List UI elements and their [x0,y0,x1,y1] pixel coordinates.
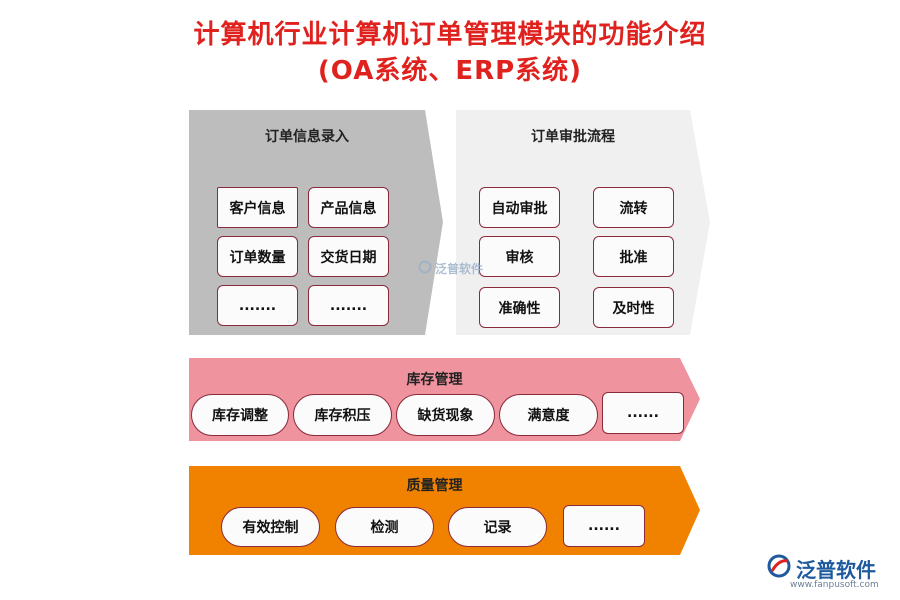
watermark-text: 泛普软件 [435,262,484,276]
inventory-backlog-pill: 库存积压 [293,394,392,436]
circulation-box: 流转 [593,187,674,228]
review-box: 审核 [479,236,560,277]
inventory-more-box: ...... [602,392,684,434]
delivery-date-box: 交货日期 [308,236,389,277]
inventory-adjustment-pill: 库存调整 [191,394,289,436]
product-info-box: 产品信息 [308,187,389,228]
watermark-icon [418,260,432,277]
quality-more-box: ...... [563,505,645,547]
auto-approval-box: 自动审批 [479,187,560,228]
order-approval-panel [456,110,710,335]
quality-title: 质量管理 [406,478,463,494]
customer-info-box: 客户信息 [217,187,298,228]
approve-box: 批准 [593,236,674,277]
brand-logo-name: 泛普软件 [796,557,876,582]
satisfaction-pill: 满意度 [499,394,598,436]
order-entry-more-box-1: ....... [217,285,298,326]
order-entry-title: 订单信息录入 [265,129,349,145]
inventory-title: 库存管理 [406,372,463,388]
accuracy-box: 准确性 [479,287,560,328]
brand-logo: 泛普软件 [766,553,876,583]
order-approval-title: 订单审批流程 [531,129,615,145]
title-line-2: (OA系统、ERP系统) [317,56,583,86]
watermark: 泛普软件 [418,260,483,277]
stockout-pill: 缺货现象 [396,394,495,436]
order-entry-more-box-2: ....... [308,285,389,326]
timeliness-box: 及时性 [593,287,674,328]
record-pill: 记录 [448,507,547,547]
brand-logo-icon [766,553,792,583]
effective-control-pill: 有效控制 [221,507,320,547]
brand-logo-url: www.fanpusoft.com [790,580,879,590]
order-quantity-box: 订单数量 [217,236,298,277]
inspection-pill: 检测 [335,507,434,547]
title-line-1: 计算机行业计算机订单管理模块的功能介绍 [193,20,707,50]
